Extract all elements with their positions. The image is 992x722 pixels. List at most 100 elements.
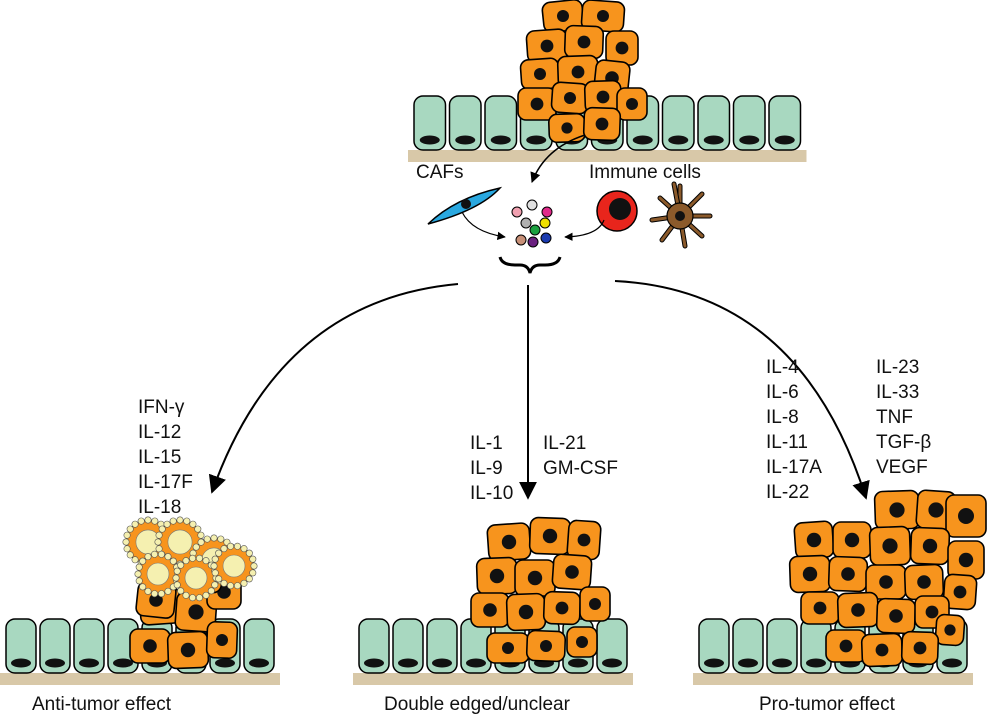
tumor-secretion-arrow (530, 134, 586, 183)
tumor-cell (903, 563, 945, 601)
epithelial-nucleus (602, 658, 622, 668)
tumor-cell (873, 489, 921, 531)
epithelial-cell (732, 618, 764, 674)
tumor-cell (909, 526, 951, 566)
tumor-cell (129, 628, 171, 664)
epithelial-nucleus (432, 658, 452, 668)
cytokine-label: IL-17F (138, 472, 193, 493)
tumor-cell (542, 590, 582, 626)
epithelial-nucleus (738, 658, 758, 668)
cytokine-label: IL-22 (766, 482, 810, 503)
tumor-cell (525, 629, 567, 663)
tumor-cell (566, 519, 602, 561)
arrow-pro-tumor (614, 280, 870, 500)
cytokine-label: IL-10 (470, 483, 514, 504)
anti-immune-halo (122, 516, 258, 602)
epithelial-nucleus (113, 658, 133, 668)
immune-cells-label: Immune cells (589, 162, 701, 183)
epithelial-cell (698, 618, 730, 674)
tumor-cell (579, 586, 611, 622)
cytokine-label: TNF (876, 407, 913, 428)
epithelial-cell (426, 618, 458, 674)
pro-tumor-mass (788, 489, 987, 668)
cytokine-label: IL-23 (876, 357, 920, 378)
epithelial-nucleus (490, 135, 511, 145)
cytokine-label: IL-15 (138, 447, 182, 468)
tumor-cell (514, 559, 556, 597)
tumor-cell (793, 520, 835, 560)
epithelial-cell (661, 95, 695, 151)
tumor-cell (582, 106, 622, 142)
tumor-cell (486, 632, 530, 664)
epithelial-cell (39, 618, 71, 674)
epithelial-cell (358, 618, 390, 674)
tumor-cell (486, 522, 532, 562)
epithelial-nucleus (739, 135, 760, 145)
epithelial-nucleus (79, 658, 99, 668)
epithelial-nucleus (455, 135, 476, 145)
caf-arrow (461, 211, 506, 241)
epithelial-cell (766, 618, 798, 674)
basement-membrane (408, 150, 807, 162)
tumor-cell (547, 112, 587, 144)
epithelial-cell (5, 618, 37, 674)
tumor-cell (551, 553, 593, 591)
cafs-label: CAFs (416, 162, 464, 183)
epithelial-nucleus (419, 135, 440, 145)
epithelial-cell (413, 95, 447, 151)
epithelial-cell (484, 95, 518, 151)
tumor-cell (832, 521, 872, 559)
tumor-cell (788, 554, 832, 594)
epithelial-nucleus (668, 135, 689, 145)
epithelial-nucleus (11, 658, 31, 668)
basement-membrane (353, 673, 633, 685)
epithelial-nucleus (526, 135, 547, 145)
cytokine-label: IL-9 (470, 458, 503, 479)
cytokine-dots (511, 199, 553, 248)
tumor-cell (166, 630, 210, 670)
double-edged-caption: Double edged/unclear (384, 694, 570, 715)
basement-membrane (0, 673, 280, 685)
tumor-cell (205, 620, 239, 660)
epithelial-nucleus (568, 658, 588, 668)
epithelial-cell (732, 95, 766, 151)
tumor-cell (945, 494, 987, 538)
epithelial-nucleus (466, 658, 486, 668)
pro-tumor-caption: Pro-tumor effect (759, 694, 895, 715)
cytokine-label: IL-21 (543, 433, 587, 454)
tumor-cell (605, 30, 639, 66)
tumor-cell (475, 556, 519, 596)
tumor-cell (800, 591, 840, 625)
epithelial-cell (697, 95, 731, 151)
anti-tumor-caption: Anti-tumor effect (32, 694, 172, 715)
epithelial-nucleus (398, 658, 418, 668)
epithelial-cell (392, 618, 424, 674)
epithelial-nucleus (215, 658, 235, 668)
tumor-cell (947, 540, 985, 580)
cytokine-label: VEGF (876, 457, 928, 478)
tumor-cell (836, 591, 880, 629)
tumor-cell (517, 87, 557, 121)
top-tumor (517, 0, 648, 144)
cytokine-label: GM-CSF (543, 458, 618, 479)
tumor-cell (505, 592, 547, 632)
tumor-cell (583, 79, 623, 115)
epithelial-nucleus (45, 658, 65, 668)
epithelial-nucleus (942, 658, 962, 668)
epithelial-nucleus (806, 658, 826, 668)
immune-arrow (564, 219, 605, 241)
immune-infiltrate (172, 554, 220, 602)
cytokine-label: IL-6 (766, 382, 799, 403)
basement-membrane (693, 673, 973, 685)
cytokine-label: IL-17A (766, 457, 822, 478)
epithelial-nucleus (774, 135, 795, 145)
tumor-cell (528, 516, 572, 556)
tumor-cell (860, 632, 904, 668)
tumor-cell (550, 81, 590, 115)
tumor-cell (934, 613, 966, 647)
epithelial-cell (73, 618, 105, 674)
epithelial-nucleus (249, 658, 269, 668)
